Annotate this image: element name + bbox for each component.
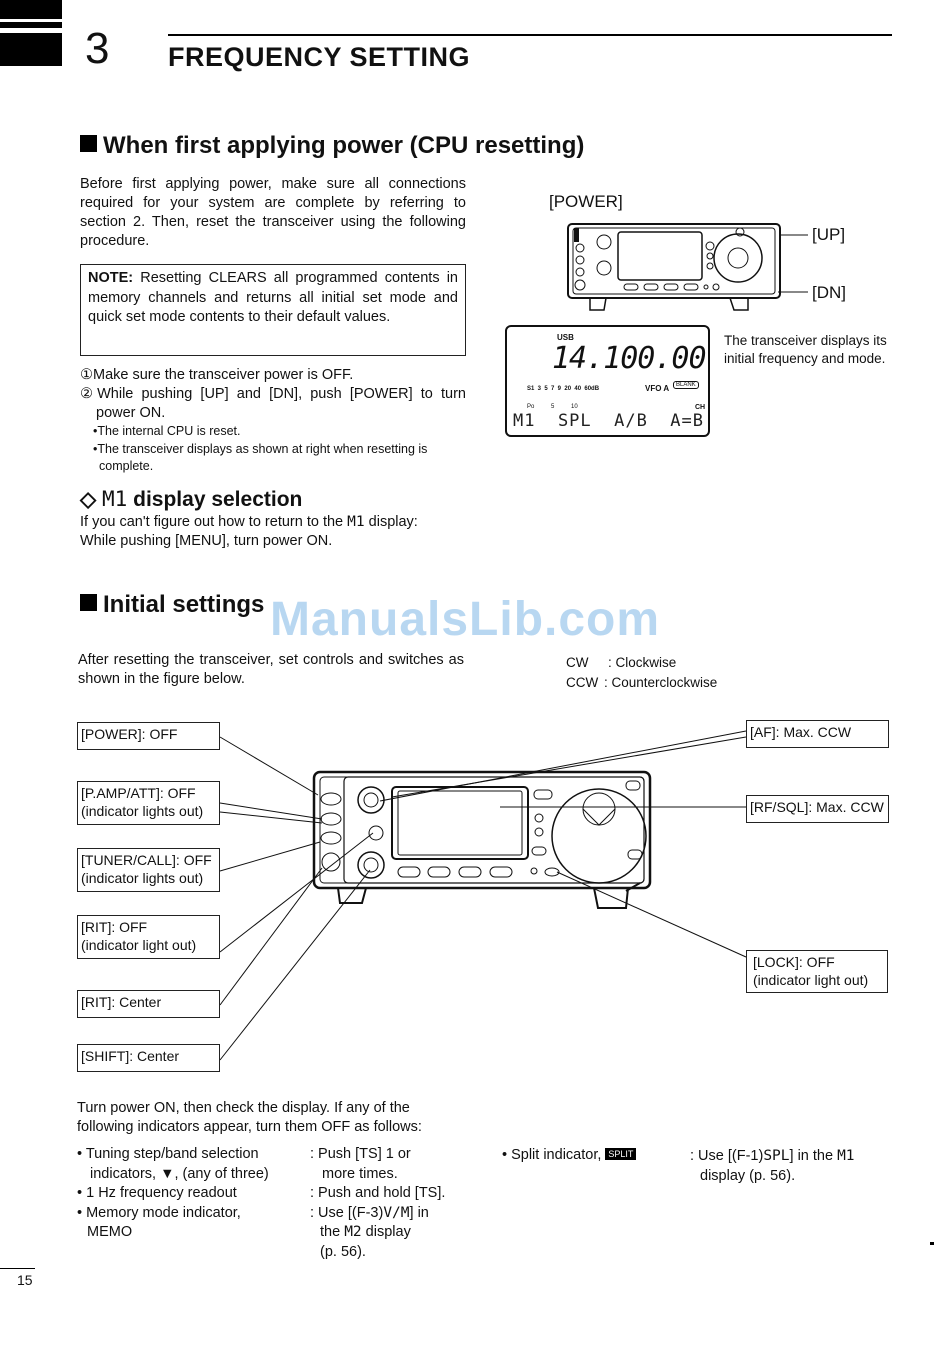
- chapter-tab: [0, 33, 62, 66]
- m1-display-selection-text: If you can't figure out how to return to…: [80, 514, 418, 549]
- lcd-blank-badge: BLANK: [673, 381, 699, 389]
- callout-rit-center: [RIT]: Center: [77, 990, 220, 1018]
- header-rule: [168, 34, 892, 36]
- lcd-menu-row: M1 SPL A/B A=B: [513, 411, 704, 431]
- callout-rf-sql: [RF/SQL]: Max. CCW: [746, 795, 889, 823]
- step-1: ①Make sure the transceiver power is OFF.: [80, 367, 354, 383]
- lcd-mode: USB: [557, 333, 574, 342]
- callout-rit-off: [RIT]: OFF(indicator light out): [77, 915, 220, 959]
- watermark: ManualsLib.com: [270, 593, 661, 646]
- page-number: 15: [17, 1272, 33, 1288]
- dn-label: [DN]: [812, 283, 846, 302]
- step-2: ②While pushing [UP] and [DN], push [POWE…: [80, 386, 466, 421]
- callout-power: [POWER]: OFF: [77, 722, 220, 750]
- lcd-ch: CH: [695, 404, 706, 411]
- callout-tuner-call: [TUNER/CALL]: OFF(indicator lights out): [77, 848, 220, 892]
- split-indicator-item: • Split indicator, SPLIT: [502, 1146, 692, 1166]
- step-bullet-2: •The transceiver displays as shown at ri…: [93, 442, 428, 473]
- note-box: NOTE: Resetting CLEARS all programmed co…: [80, 264, 466, 356]
- step-bullet-1: •The internal CPU is reset.: [93, 424, 241, 438]
- direction-legend: CW: Clockwise CCW: Counterclockwise: [566, 655, 718, 690]
- chapter-number: 3: [85, 24, 110, 73]
- section-heading-cpu-reset: When first applying power (CPU resetting…: [80, 132, 584, 160]
- split-badge: SPLIT: [605, 1148, 637, 1160]
- callout-lock: [LOCK]: OFF(indicator light out): [746, 950, 888, 993]
- transceiver-controls-figure: [219, 730, 747, 1061]
- list-item: • Tuning step/band selection indicators,…: [77, 1146, 269, 1240]
- margin-mark: [930, 1242, 934, 1245]
- display-caption: The transceiver displays its initial fre…: [724, 333, 887, 366]
- intro-paragraph: Before first applying power, make sure a…: [80, 176, 466, 249]
- callout-af: [AF]: Max. CCW: [746, 720, 889, 748]
- section-heading-initial-settings: Initial settings: [80, 591, 264, 619]
- m1-display-selection-heading: ◇ M1 display selection: [80, 487, 303, 511]
- footer-rule: [0, 1268, 35, 1269]
- lcd-frequency: 14.100.00: [552, 341, 707, 376]
- lcd-po-scale: Po 5 10: [527, 404, 578, 410]
- transceiver-front-figure: [567, 223, 808, 311]
- chapter-tab: [0, 22, 62, 28]
- chapter-title: FREQUENCY SETTING: [168, 42, 471, 72]
- power-label: [POWER]: [549, 192, 623, 211]
- lcd-vfo: VFO A: [645, 384, 670, 393]
- chapter-tab: [0, 0, 62, 19]
- lcd-s-scale: S1 3 5 7 9 20 40 60dB: [527, 386, 600, 392]
- up-label: [UP]: [812, 225, 846, 244]
- initial-settings-intro: After resetting the transceiver, set con…: [78, 652, 464, 687]
- lcd-display: USB 14.100.00 S1 3 5 7 9 20 40 60dB VFO …: [505, 325, 710, 437]
- callout-shift-center: [SHIFT]: Center: [77, 1044, 220, 1072]
- callout-preamp-att: [P.AMP/ATT]: OFF(indicator lights out): [77, 781, 220, 825]
- list-item: : Push [TS] 1 or more times. : Push and …: [310, 1146, 446, 1260]
- split-indicator-action: : Use [(F-1)SPL] in the M1 display (p. 5…: [690, 1148, 855, 1184]
- check-display-intro: Turn power ON, then check the display. I…: [77, 1100, 422, 1135]
